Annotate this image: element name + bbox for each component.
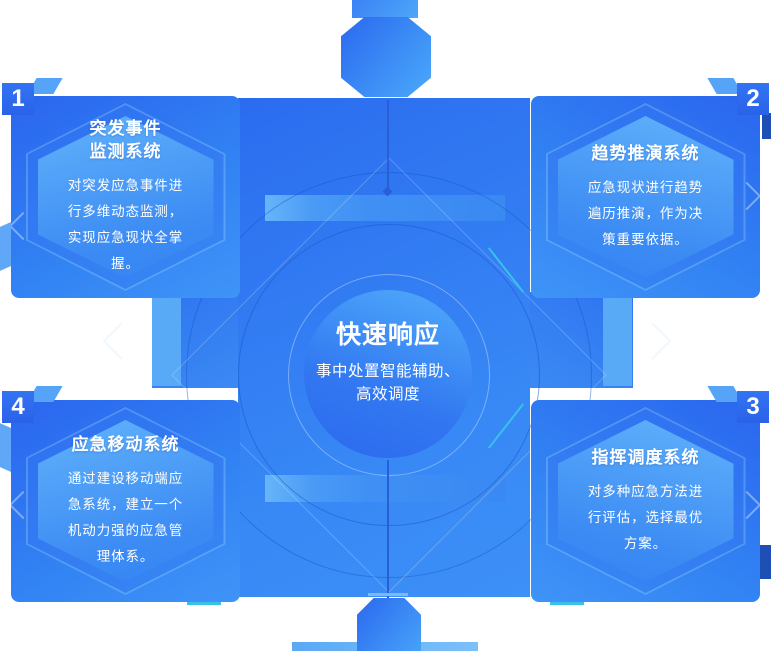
center-circle: 快速响应 事中处置智能辅助、 高效调度	[304, 290, 472, 458]
badge-number-1: 1	[2, 83, 34, 115]
cyan-dash-bottom-left	[187, 602, 221, 605]
bottom-stem-tick	[368, 593, 408, 596]
panel-mobile-emergency: 应急移动系统 通过建设移动端应 急系统，建立一个 机动力强的应急管 理体系。	[11, 400, 240, 602]
panel-trend-deduction: 趋势推演系统 应急现状进行趋势 遍历推演，作为决 策重要依据。	[531, 96, 760, 298]
top-hexagon-node-icon	[341, 17, 431, 97]
center-title: 快速响应	[335, 320, 440, 349]
panel1-body: 对突发应急事件进 行多维动态监测， 实现应急现状全掌 握。	[67, 178, 184, 271]
left-gap-highlight	[152, 294, 181, 386]
panel3-body: 对多种应急方法进 行评估，选择最优 方案。	[587, 483, 704, 551]
bottom-stem-line	[387, 460, 389, 598]
panel2-title: 趋势推演系统	[591, 143, 700, 163]
bottom-hexagon-node-icon	[357, 598, 421, 651]
panel1-title: 突发事件 监测系统	[89, 119, 162, 161]
left-gap-chevron-icon	[102, 322, 140, 360]
panel2-body: 应急现状进行趋势 遍历推演，作为决 策重要依据。	[587, 179, 704, 247]
right-gap-highlight	[603, 294, 632, 386]
panel-emergency-monitoring: 突发事件 监测系统 对突发应急事件进 行多维动态监测， 实现应急现状全掌 握。	[11, 96, 240, 298]
center-subtitle: 事中处置智能辅助、 高效调度	[315, 362, 460, 403]
badge-number-3: 3	[737, 391, 769, 423]
top-stem-line	[387, 100, 389, 192]
navy-accent-right-top	[762, 113, 771, 139]
panel4-body: 通过建设移动端应 急系统，建立一个 机动力强的应急管 理体系。	[67, 470, 184, 564]
right-gap-chevron-icon	[634, 322, 672, 360]
middle-ring	[238, 224, 540, 526]
outer-ring	[186, 172, 592, 578]
cyan-dash-bottom-right	[550, 602, 584, 605]
panel-command-dispatch: 指挥调度系统 对多种应急方法进 行评估，选择最优 方案。	[531, 400, 760, 602]
navy-accent-right-bottom	[760, 545, 771, 579]
badge-number-4: 4	[2, 391, 34, 423]
panel3-title: 指挥调度系统	[591, 447, 700, 467]
inner-ring	[288, 274, 490, 476]
panel4-title: 应急移动系统	[71, 434, 180, 454]
top-connector-bar	[352, 0, 418, 18]
badge-number-2: 2	[737, 83, 769, 115]
